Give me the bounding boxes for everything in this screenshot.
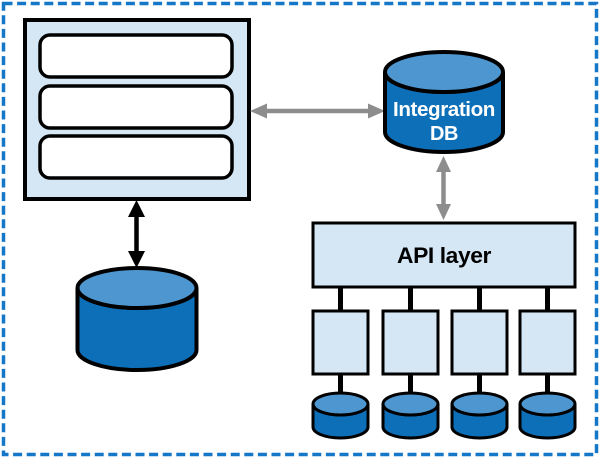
arrow-head-up-icon bbox=[436, 156, 451, 172]
cylinder-top bbox=[75, 266, 199, 310]
service-column-3 bbox=[450, 286, 509, 440]
arrow-head-right-icon bbox=[368, 103, 385, 119]
integration-api-arrow bbox=[436, 156, 451, 220]
module-slot-2 bbox=[38, 84, 234, 130]
integration-db-label-line2: DB bbox=[430, 123, 458, 145]
service-box bbox=[381, 309, 440, 376]
module-db-arrow bbox=[128, 200, 145, 268]
service-box bbox=[450, 309, 509, 376]
cylinder-top bbox=[383, 50, 505, 94]
service-box bbox=[311, 309, 370, 376]
service-db-cylinder-top bbox=[381, 391, 440, 417]
service-box bbox=[518, 309, 577, 376]
app-module-box bbox=[23, 18, 251, 201]
arrow-head-down-icon bbox=[128, 251, 145, 268]
module-integration-arrow bbox=[250, 103, 385, 119]
module-slot-3 bbox=[38, 134, 234, 180]
service-db-cylinder-top bbox=[450, 391, 509, 417]
service-column-2 bbox=[381, 286, 440, 440]
arrow-head-up-icon bbox=[128, 200, 145, 217]
service-db-cylinder-top bbox=[518, 391, 577, 417]
api-layer-box: API layer bbox=[311, 221, 577, 289]
local-db-cylinder bbox=[75, 266, 199, 372]
service-column-1 bbox=[311, 286, 370, 440]
api-layer-panel bbox=[311, 221, 577, 289]
arrow-head-down-icon bbox=[436, 204, 451, 220]
integration-db-label-line1: Integration bbox=[393, 99, 495, 121]
service-column-4 bbox=[518, 286, 577, 440]
module-slot-1 bbox=[38, 33, 234, 79]
integration-db-cylinder: Integration DB bbox=[383, 50, 505, 154]
arrow-head-left-icon bbox=[250, 103, 267, 119]
api-layer-label: API layer bbox=[397, 243, 492, 268]
service-db-cylinder-top bbox=[311, 391, 370, 417]
